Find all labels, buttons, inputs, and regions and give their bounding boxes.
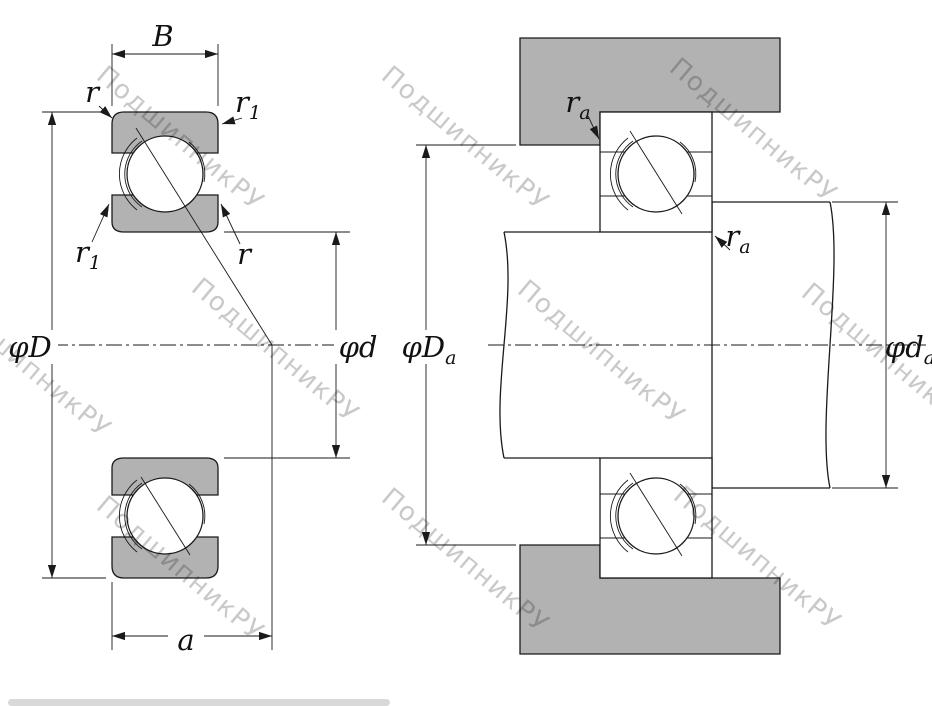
dim-label-chamfer-r1-top-right: r1 — [235, 85, 261, 124]
cage-arc — [188, 141, 206, 183]
ball-bottom-right — [610, 477, 697, 555]
dim-label-contact-a: a — [177, 623, 194, 657]
dim-label-chamfer-r1-left: r1 — [75, 235, 101, 274]
cage-arc — [119, 137, 138, 211]
watermark-text: ПодшипникРУ — [0, 287, 117, 444]
leader-r1-top-right — [221, 116, 243, 125]
dim-label-chamfer-r-top-left: r — [85, 75, 101, 109]
leader-ra-shaft — [714, 235, 731, 251]
right-mounting-view: ra ra φDa φda — [398, 37, 932, 655]
outer-ring-top-section — [111, 111, 219, 154]
contact-angle-line-right-bottom — [629, 472, 683, 557]
horizontal-scrollbar-thumb[interactable] — [8, 699, 390, 706]
leader-ra-housing — [587, 115, 600, 140]
outer-ring-bottom-section — [111, 536, 219, 579]
leader-r1-left — [91, 203, 110, 243]
dim-label-width-B: B — [151, 19, 173, 53]
contact-angle-line — [135, 127, 273, 346]
dim-label-housing-shoulder-diameter: φDa — [402, 330, 457, 369]
dim-label-outer-diameter: φD — [8, 330, 52, 364]
dim-label-fillet-ra-housing: ra — [565, 85, 590, 124]
cage-arc — [124, 482, 143, 550]
dim-label-chamfer-r-inner: r — [237, 237, 253, 271]
dim-label-fillet-ra-shaft: ra — [725, 219, 750, 258]
leader-r-inner — [220, 203, 241, 245]
cage-arc — [188, 483, 206, 525]
shaft-break-left — [499, 231, 509, 459]
cage-arc — [124, 140, 143, 208]
ball-top-right — [610, 135, 697, 213]
left-bearing-section-view: B r r1 r1 r φD φd — [4, 19, 384, 658]
cage-arc — [119, 479, 138, 553]
dim-label-bore-diameter: φd — [339, 330, 378, 364]
watermark-text: ПодшипникРУ — [512, 274, 691, 431]
dim-label-shaft-shoulder-diameter: φda — [885, 330, 932, 369]
contact-angle-line-right-top — [629, 130, 683, 215]
contact-angle-line-bottom — [140, 476, 191, 556]
shaft-break-right — [825, 201, 835, 489]
